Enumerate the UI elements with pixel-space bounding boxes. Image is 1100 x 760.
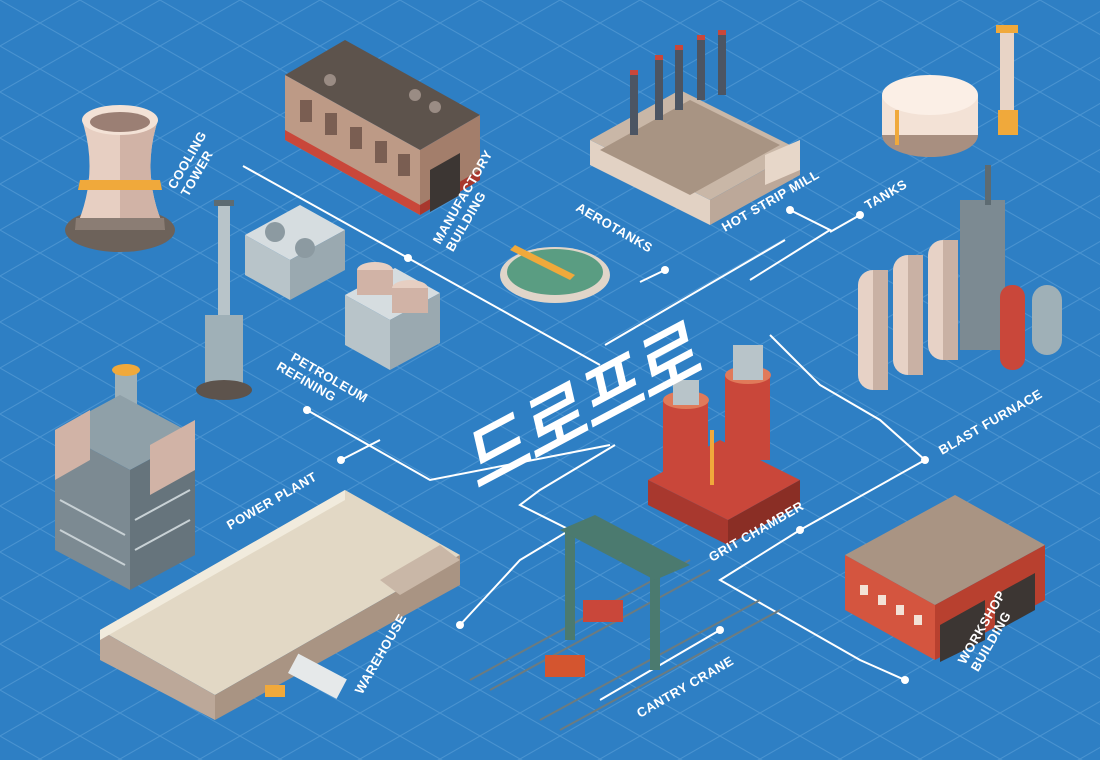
dot-grit-chamber xyxy=(796,526,804,534)
dot-warehouse xyxy=(456,621,464,629)
dot-gantry-crane xyxy=(716,626,724,634)
petroleum-refining-illustration xyxy=(196,200,440,400)
grit-chamber-illustration xyxy=(648,345,800,545)
line-power-plant xyxy=(340,439,381,461)
aerotank-illustration xyxy=(500,245,610,303)
dot-blast-furnace xyxy=(921,456,929,464)
dot-workshop xyxy=(901,676,909,684)
gantry-crane-illustration xyxy=(469,515,781,731)
line-warehouse xyxy=(459,444,616,626)
power-plant-illustration xyxy=(55,364,195,590)
blast-furnace-illustration xyxy=(858,165,1062,390)
dot-tanks xyxy=(856,211,864,219)
warehouse-illustration xyxy=(100,490,460,720)
line-blast-furnace xyxy=(769,334,926,461)
manufactory-building-illustration xyxy=(285,40,480,215)
line-hot-strip-mill xyxy=(749,209,833,281)
dot-hot-strip-mill xyxy=(786,206,794,214)
line-workshop xyxy=(718,459,926,681)
line-tanks xyxy=(829,214,861,233)
hot-strip-mill-illustration xyxy=(590,30,800,225)
workshop-building-illustration xyxy=(845,495,1045,662)
line-aerotanks xyxy=(604,239,786,346)
cooling-tower-illustration xyxy=(65,105,175,252)
dot-aerotanks xyxy=(661,266,669,274)
dot-manufactory xyxy=(404,254,412,262)
line-petroleum xyxy=(306,409,611,482)
dot-petroleum xyxy=(303,406,311,414)
line-aerotanks-dot xyxy=(639,269,666,283)
tanks-illustration xyxy=(882,25,1018,157)
dot-power-plant xyxy=(337,456,345,464)
